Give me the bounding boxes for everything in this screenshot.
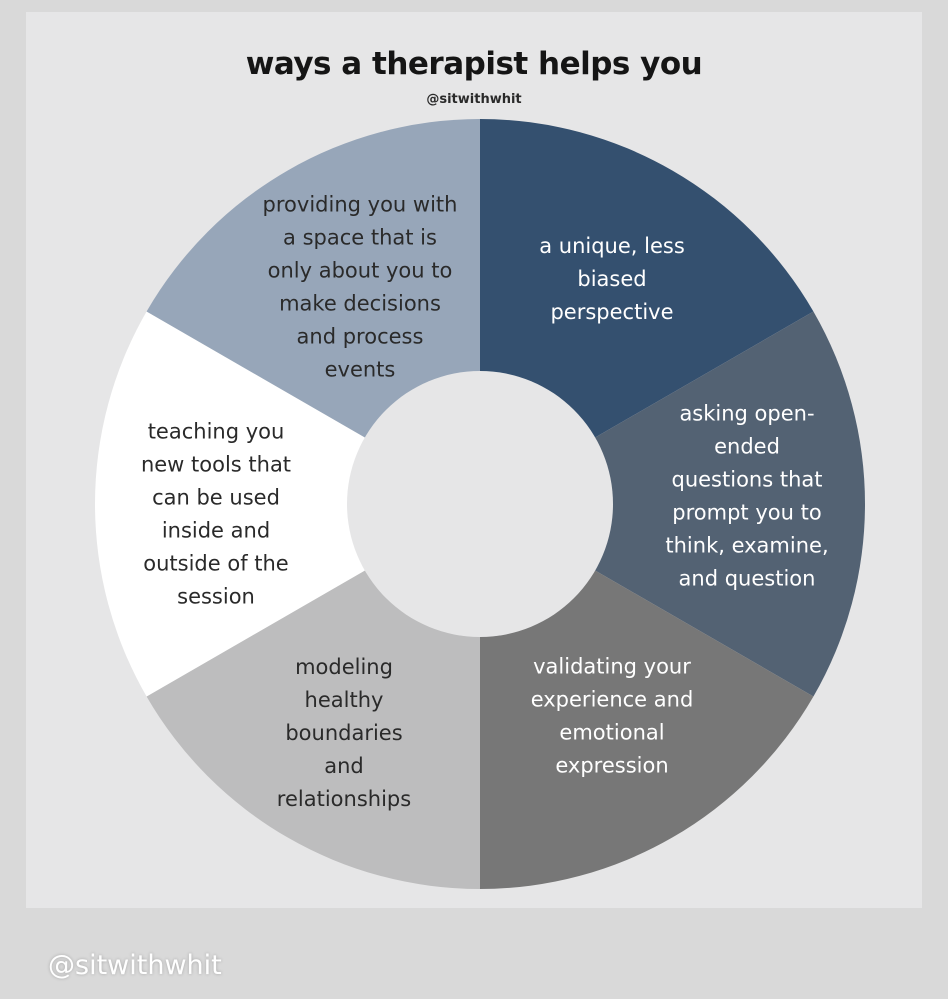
segment-label-line: questions that xyxy=(672,468,823,492)
segment-label-line: make decisions xyxy=(279,292,441,316)
segment-label-line: and question xyxy=(679,567,816,591)
segment-label-line: inside and xyxy=(162,519,270,543)
segment-label-4: modeling healthy boundaries and relationship… xyxy=(277,655,411,811)
segment-label-line: perspective xyxy=(550,300,673,324)
segment-label-line: and xyxy=(324,754,364,778)
segment-label-line: expression xyxy=(555,754,668,778)
segment-label-1: a unique, less biased perspective xyxy=(539,234,685,324)
segment-label-line: prompt you to xyxy=(672,501,821,525)
segment-label-line: think, examine, xyxy=(665,534,828,558)
segment-label-line: ended xyxy=(714,435,780,459)
segment-label-line: biased xyxy=(577,267,646,291)
therapy-wheel-diagram: a unique, less biased perspective asking op… xyxy=(94,119,865,889)
segment-label-5: teaching you new tools that can be used ins… xyxy=(141,420,291,609)
watermark-handle: @sitwithwhit xyxy=(48,950,222,981)
segment-label-line: asking open- xyxy=(679,402,814,426)
segment-label-line: modeling xyxy=(295,655,393,679)
segment-label-line: boundaries xyxy=(285,721,402,745)
segment-label-line: relationships xyxy=(277,787,411,811)
segment-label-3: validating your experience and emotional ex… xyxy=(531,655,694,778)
segment-label-line: healthy xyxy=(305,688,384,712)
page-title: ways a therapist helps you xyxy=(245,46,703,82)
segment-label-6: providing you with a space that is only ab… xyxy=(263,193,458,382)
segment-label-line: session xyxy=(177,585,255,609)
segment-label-line: experience and xyxy=(531,688,694,712)
segment-label-line: teaching you xyxy=(148,420,285,444)
segment-label-line: and process xyxy=(297,325,424,349)
wheel-segment-5 xyxy=(94,311,480,697)
segment-label-line: only about you to xyxy=(268,259,453,283)
segment-label-line: a unique, less xyxy=(539,234,685,258)
segment-label-line: providing you with xyxy=(263,193,458,217)
segment-label-line: new tools that xyxy=(141,453,291,477)
wheel-center-hole xyxy=(347,371,613,637)
segment-label-line: events xyxy=(325,358,396,382)
segment-label-line: outside of the xyxy=(143,552,288,576)
segment-label-line: a space that is xyxy=(283,226,437,250)
wheel-labels: a unique, less biased perspective asking op… xyxy=(141,193,829,812)
segment-label-line: emotional xyxy=(559,721,664,745)
infographic-card: ways a therapist helps you @sitwithwhit … xyxy=(26,12,922,908)
segment-label-2: asking open-ended questions that prompt yo… xyxy=(665,402,828,591)
wheel-segment-2 xyxy=(480,311,865,697)
segment-label-line: can be used xyxy=(152,486,280,510)
segment-label-line: validating your xyxy=(533,655,691,679)
author-handle: @sitwithwhit xyxy=(426,92,522,107)
